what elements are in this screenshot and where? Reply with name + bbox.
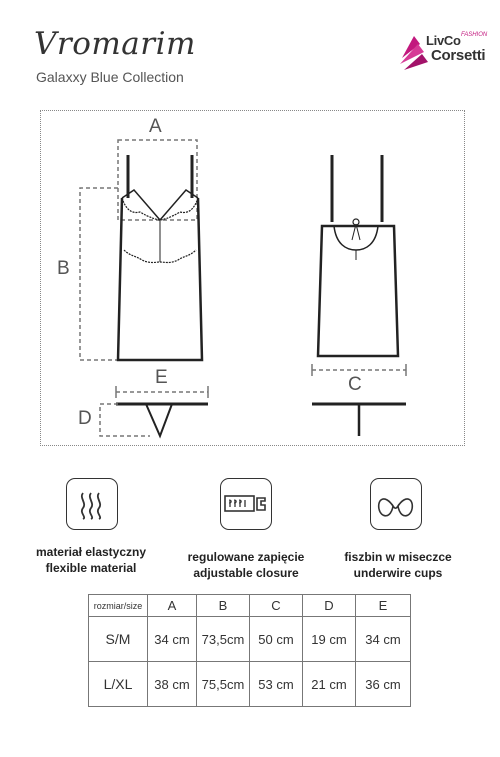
brand-tag: FASHION — [461, 32, 488, 38]
size-cell: 53 cm — [249, 661, 303, 707]
size-col-b: B — [196, 594, 250, 617]
dimension-label-b: B — [57, 258, 70, 279]
measurement-diagram — [40, 110, 465, 446]
size-row-label: S/M — [88, 616, 148, 662]
size-cell: 38 cm — [147, 661, 197, 707]
dimension-label-e: E — [155, 367, 168, 388]
size-table-corner: rozmiar/size — [88, 594, 148, 617]
brand-name-line1: LivCo — [426, 33, 461, 48]
collection-subtitle: Galaxxy Blue Collection — [36, 69, 184, 85]
underwire-cups-icon — [370, 478, 422, 530]
feature-underwire-cups: fiszbin w miseczce underwire cups — [344, 550, 452, 580]
size-cell: 36 cm — [355, 661, 411, 707]
size-col-d: D — [302, 594, 356, 617]
elastic-waves-icon — [66, 478, 118, 530]
dimension-label-d: D — [78, 408, 92, 429]
brand-logo-icon — [400, 36, 428, 70]
size-col-c: C — [249, 594, 303, 617]
size-table: rozmiar/size A B C D E S/M 34 cm 73,5cm … — [88, 594, 411, 707]
dimension-label-a: A — [149, 116, 162, 137]
dimension-label-c: C — [348, 374, 362, 395]
size-cell: 73,5cm — [196, 616, 250, 662]
table-row: S/M 34 cm 73,5cm 50 cm 19 cm 34 cm — [88, 616, 411, 662]
hook-eye-closure-icon — [220, 478, 272, 530]
size-cell: 50 cm — [249, 616, 303, 662]
size-cell: 34 cm — [355, 616, 411, 662]
table-row: L/XL 38 cm 75,5cm 53 cm 21 cm 36 cm — [88, 661, 411, 707]
size-col-e: E — [355, 594, 411, 617]
product-title: Vromarim — [34, 26, 196, 62]
size-cell: 21 cm — [302, 661, 356, 707]
size-cell: 34 cm — [147, 616, 197, 662]
size-col-a: A — [147, 594, 197, 617]
brand-name-line2: Corsetti — [431, 47, 486, 64]
feature-adjustable-closure: regulowane zapięcie adjustable closure — [187, 550, 305, 580]
feature-flexible-material: materiał elastyczny flexible material — [35, 545, 147, 575]
size-row-label: L/XL — [88, 661, 148, 707]
size-cell: 75,5cm — [196, 661, 250, 707]
size-cell: 19 cm — [302, 616, 356, 662]
size-table-header: rozmiar/size A B C D E — [88, 594, 411, 617]
